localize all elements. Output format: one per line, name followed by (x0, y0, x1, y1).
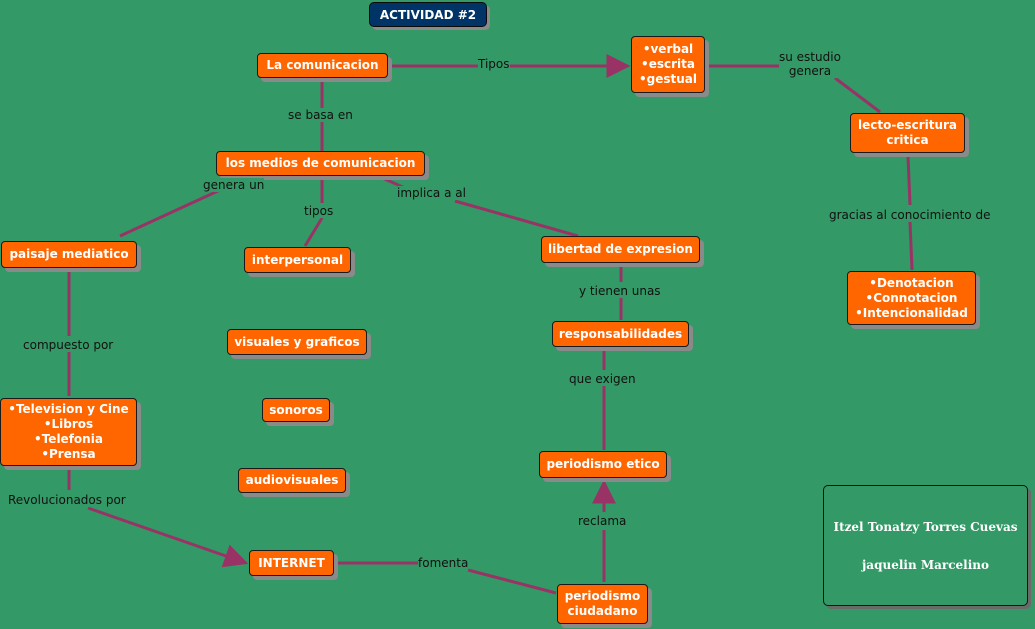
node-libertad-de-expresion[interactable]: libertad de expresion (541, 236, 700, 263)
link-tipos-interpersonal (303, 217, 324, 247)
link-lecto-genera (834, 76, 881, 114)
node-line: critica (886, 133, 929, 147)
node-internet[interactable]: INTERNET (249, 550, 334, 576)
node-la-comunicacion[interactable]: La comunicacion (257, 53, 388, 78)
list-item: •Intencionalidad (855, 305, 968, 320)
link-label-su-estudio-genera: su estudio genera (779, 50, 841, 78)
node-line: periodismo (564, 589, 641, 603)
list-item: •verbal (642, 42, 694, 56)
link-label-tienen-unas: y tienen unas (579, 284, 661, 298)
link-implica-libertad (454, 199, 579, 238)
node-responsabilidades[interactable]: responsabilidades (552, 321, 689, 347)
label-line: su estudio (779, 50, 841, 64)
link-label-se-basa-en: se basa en (288, 108, 353, 122)
link-label-revolucionados: Revolucionados por (8, 493, 126, 507)
link-label-fomenta: fomenta (418, 556, 469, 570)
link-medios-genera-un (119, 188, 221, 238)
list-item: •Denotacion (869, 275, 954, 290)
node-denotacion-list[interactable]: •Denotacion •Connotacion •Intencionalida… (847, 271, 976, 325)
node-tipos-list[interactable]: •verbal •escrita •gestual (631, 36, 705, 93)
node-line: ciudadano (567, 604, 638, 618)
list-item: •gestual (638, 72, 698, 86)
link-label-que-exigen: que exigen (569, 372, 636, 386)
link-label-compuesto-por: compuesto por (23, 338, 114, 352)
link-fomenta-ciudadano (467, 568, 557, 595)
link-label-implica: implica a al (397, 186, 466, 200)
title-badge: ACTIVIDAD #2 (369, 2, 487, 27)
node-sonoros[interactable]: sonoros (262, 398, 330, 422)
node-lecto-escritura-critica[interactable]: lecto-escritura critica (850, 113, 965, 153)
node-audiovisuales[interactable]: audiovisuales (238, 468, 346, 493)
link-label-tipos: Tipos (478, 57, 510, 71)
node-visuales-y-graficos[interactable]: visuales y graficos (227, 329, 367, 355)
list-item: •Telefonia (34, 432, 103, 446)
author-name: Itzel Tonatzy Torres Cuevas (833, 519, 1018, 534)
list-item: •Prensa (41, 447, 96, 461)
node-periodismo-ciudadano[interactable]: periodismo ciudadano (557, 584, 648, 624)
node-interpersonal[interactable]: interpersonal (244, 247, 351, 273)
list-item: •Libros (43, 417, 94, 431)
node-paisaje-mediatico[interactable]: paisaje mediatico (1, 241, 137, 268)
list-item: •escrita (641, 57, 695, 71)
link-label-gracias: gracias al conocimiento de (829, 208, 991, 222)
link-revolucionados-internet (87, 506, 249, 568)
author-name: jaquelin Marcelino (861, 557, 990, 572)
link-gracias-denotacion (908, 221, 914, 271)
link-lecto-gracias (906, 155, 912, 206)
node-medios-de-comunicacion[interactable]: los medios de comunicacion (216, 151, 425, 176)
authors-box: Itzel Tonatzy Torres Cuevas jaquelin Mar… (823, 485, 1028, 606)
link-label-tipos-2: tipos (304, 204, 334, 218)
label-line: genera (788, 64, 832, 78)
link-label-reclama: reclama (578, 514, 627, 528)
node-television-list[interactable]: •Television y Cine •Libros •Telefonia •P… (0, 398, 137, 466)
list-item: •Television y Cine (8, 402, 129, 416)
list-item: •Connotacion (865, 290, 958, 305)
node-periodismo-etico[interactable]: periodismo etico (539, 451, 667, 478)
link-label-genera-un: genera un (203, 178, 265, 192)
node-line: lecto-escritura (857, 118, 958, 132)
